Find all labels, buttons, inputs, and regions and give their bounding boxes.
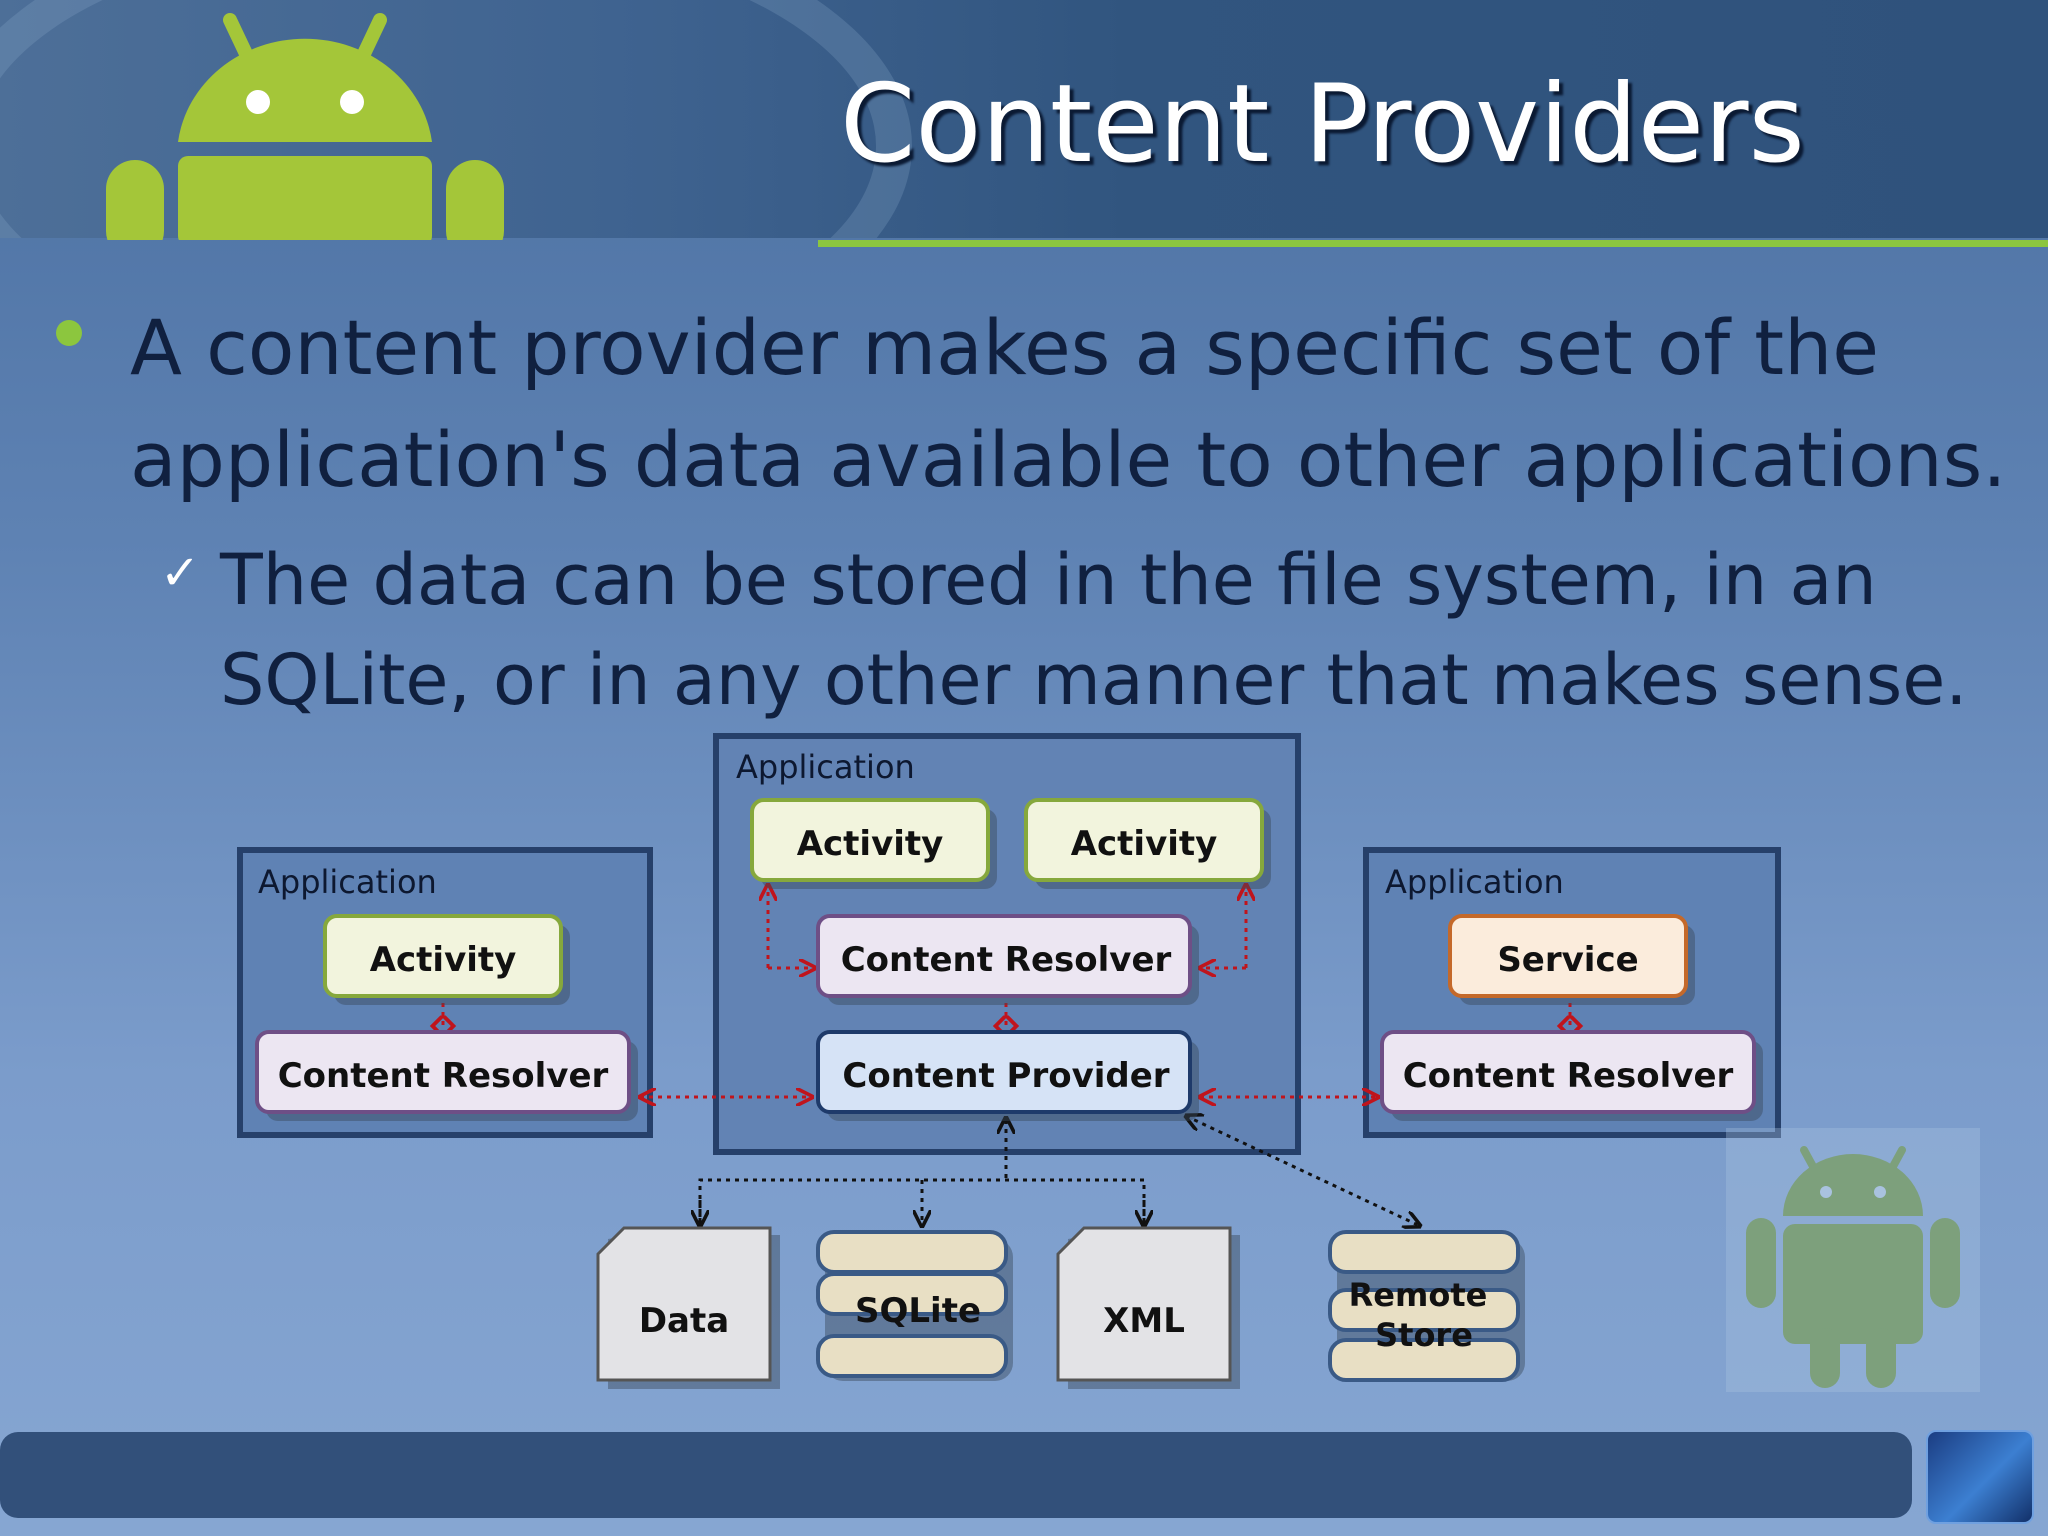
footer-bar: [0, 1432, 1912, 1518]
arrow-provider-remote-store: [1186, 1116, 1420, 1226]
center-application-label: Application: [736, 748, 915, 786]
center-activity-1-label: Activity: [797, 824, 944, 864]
center-content-resolver-label: Content Resolver: [841, 940, 1172, 980]
bullet-sub-text: The data can be stored in the file syste…: [220, 539, 1968, 721]
xml-file-store: XML: [1056, 1226, 1240, 1389]
center-activity-1-node: Activity: [750, 798, 997, 889]
remote-store-label-line-1: Remote: [1349, 1276, 1488, 1314]
sqlite-store-label: SQLite: [855, 1291, 981, 1331]
remote-store: Remote Store: [1328, 1230, 1525, 1382]
right-content-resolver-label: Content Resolver: [1403, 1056, 1734, 1096]
service-node: Service: [1448, 914, 1695, 1005]
service-label: Service: [1497, 940, 1638, 980]
footer-logo-icon: [1926, 1430, 2034, 1524]
content-provider-node: Content Provider: [816, 1030, 1199, 1121]
left-activity-node: Activity: [323, 914, 570, 1005]
sqlite-database-store: SQLite: [816, 1230, 1013, 1381]
right-content-resolver-node: Content Resolver: [1380, 1030, 1763, 1121]
center-content-resolver-node: Content Resolver: [816, 914, 1199, 1005]
left-content-resolver-node: Content Resolver: [255, 1030, 638, 1121]
bullet-dot: [56, 320, 82, 346]
right-application-label: Application: [1385, 863, 1564, 901]
xml-store-label: XML: [1103, 1301, 1185, 1341]
data-store-label: Data: [639, 1301, 729, 1341]
bullet-main-text: A content provider makes a specific set …: [130, 303, 2007, 504]
checkmark-icon: ✓: [160, 545, 201, 601]
content-provider-label: Content Provider: [842, 1056, 1169, 1096]
center-activity-2-label: Activity: [1071, 824, 1218, 864]
left-content-resolver-label: Content Resolver: [278, 1056, 609, 1096]
data-file-store: Data: [596, 1226, 780, 1389]
android-logo-icon: [106, 13, 504, 240]
left-activity-label: Activity: [370, 940, 517, 980]
remote-store-label-line-2: Store: [1375, 1316, 1473, 1354]
left-application-label: Application: [258, 863, 437, 901]
slide-title: Content Providers: [840, 62, 1805, 187]
center-activity-2-node: Activity: [1024, 798, 1271, 889]
android-watermark-icon: [1726, 1128, 1980, 1392]
header-divider: [818, 240, 2048, 247]
